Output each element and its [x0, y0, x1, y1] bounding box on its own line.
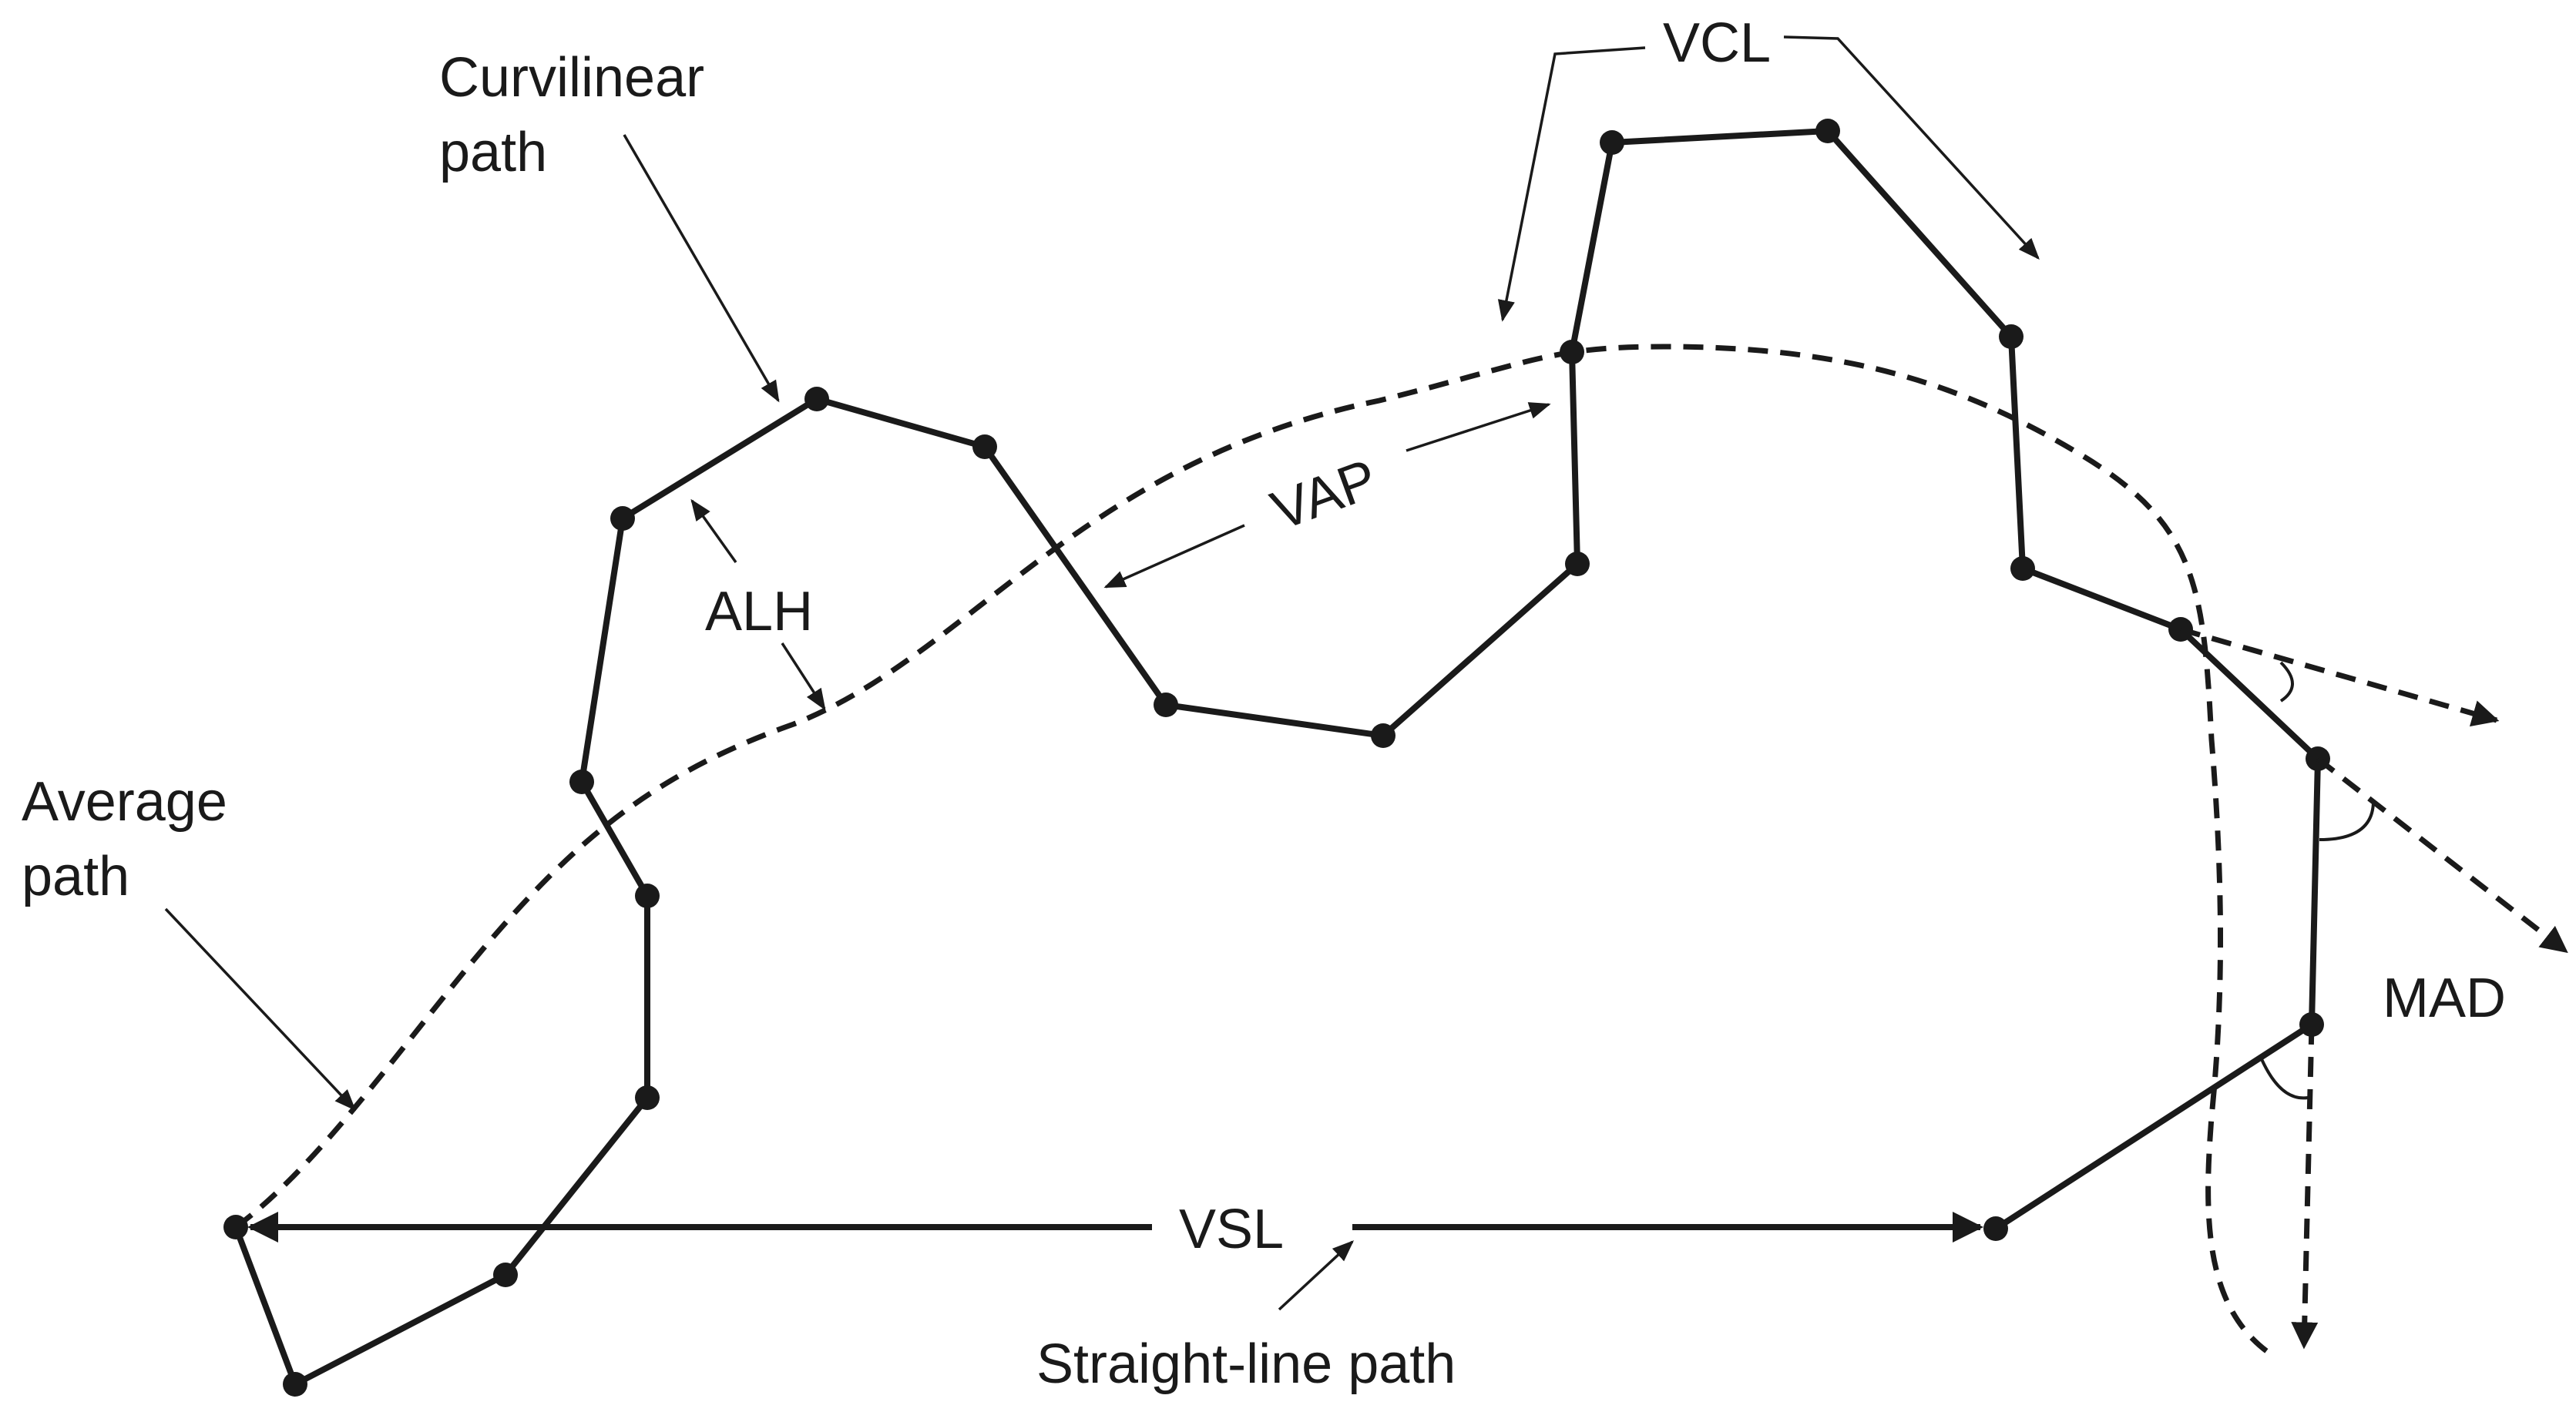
mad-angle-arc-3: [2260, 1058, 2309, 1100]
vap-pointer-left: [1103, 524, 1245, 589]
vcl-pointer-right: [1783, 35, 2040, 260]
path-node: [804, 387, 829, 411]
curvilinear-pointer: [623, 134, 780, 403]
mad-angle-arc-1: [2279, 661, 2294, 703]
straight-line-path-label: Straight-line path: [1036, 1333, 1456, 1395]
path-node: [1565, 552, 1590, 576]
mad-direction-arrow-1: [2180, 626, 2500, 727]
path-node: [223, 1215, 248, 1239]
straight-line-path-pointer: [1278, 1240, 1355, 1311]
alh-label: ALH: [705, 581, 813, 642]
path-node: [972, 434, 997, 459]
vsl-label: VSL: [1179, 1199, 1284, 1260]
vcl-pointer-left: [1497, 46, 1646, 322]
vcl-label: VCL: [1663, 12, 1771, 74]
path-node: [1154, 693, 1178, 717]
alh-pointer-down: [781, 642, 826, 711]
vap-label: VAP: [1264, 448, 1385, 542]
alh-pointer-up: [690, 498, 737, 564]
mad-direction-arrow-2: [2316, 756, 2568, 954]
mad-label: MAD: [2383, 968, 2506, 1029]
curvilinear-path-nodes: [223, 119, 2330, 1397]
vap-pointer-right: [1406, 402, 1551, 452]
path-node: [569, 770, 594, 794]
path-node: [1600, 130, 1624, 155]
average-path-label-line2: path: [22, 846, 129, 907]
mad-angle-arc-2: [2319, 800, 2375, 841]
path-node: [1560, 340, 1584, 364]
path-node: [610, 506, 635, 531]
path-node: [283, 1372, 307, 1397]
path-node: [2010, 556, 2035, 581]
path-node: [493, 1263, 518, 1287]
average-path-label-line1: Average: [22, 771, 227, 833]
curvilinear-path-line: [233, 128, 2321, 1387]
path-node: [1999, 324, 2024, 349]
path-node: [1371, 723, 1395, 748]
path-node: [635, 1085, 660, 1110]
curvilinear-path-label-line1: Curvilinear: [439, 47, 704, 109]
curvilinear-path-label-line2: path: [439, 122, 547, 183]
path-node: [635, 884, 660, 908]
mad-direction-arrow-3: [2291, 1024, 2319, 1350]
path-node: [1815, 119, 1840, 143]
average-path-pointer: [164, 907, 356, 1112]
average-path-curve: [233, 344, 2275, 1358]
path-node: [1983, 1216, 2008, 1241]
